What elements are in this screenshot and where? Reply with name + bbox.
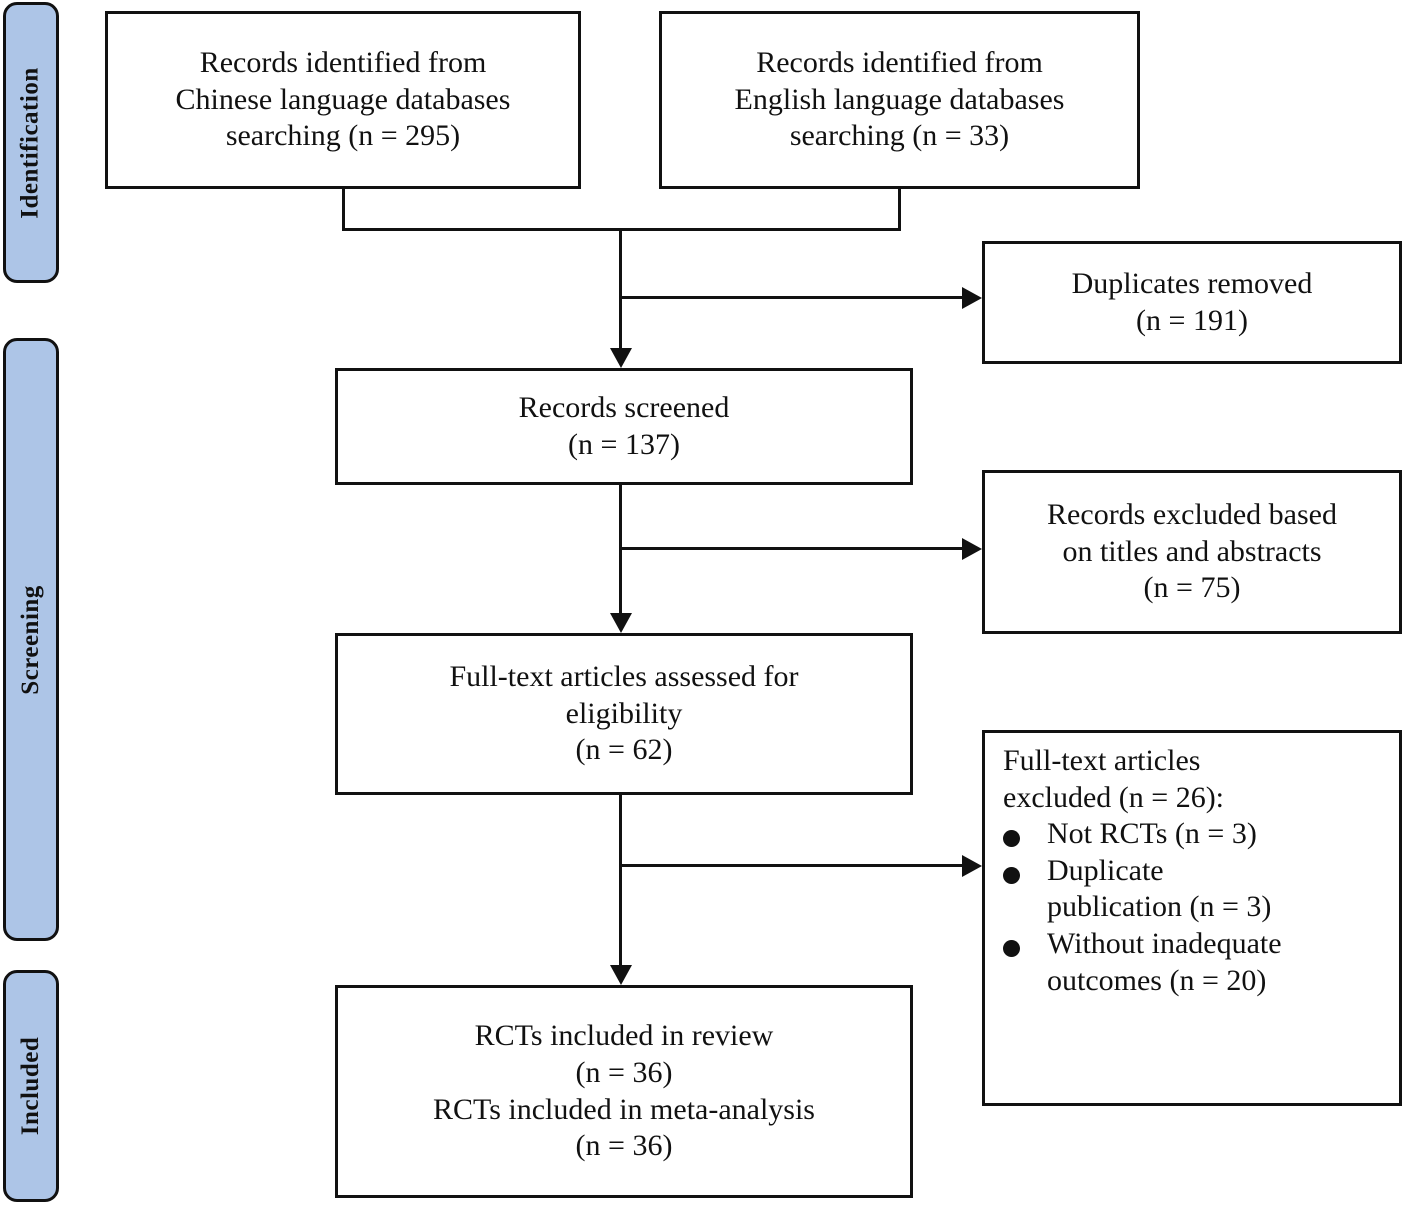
box-line: (n = 137) [568, 427, 680, 461]
arrow-to-records-excluded [962, 538, 982, 560]
box-included-final: RCTs included in review (n = 36) RCTs in… [335, 985, 913, 1198]
box-line: (n = 191) [1136, 303, 1248, 337]
box-line: on titles and abstracts [1062, 534, 1322, 568]
box-line: (n = 36) [575, 1055, 673, 1089]
box-line: Full-text articles assessed for [449, 660, 799, 694]
list-item: Not RCTs (n = 3) [1003, 816, 1257, 853]
phase-bar-screening: Screening [3, 338, 59, 941]
connector-english-stem [898, 189, 901, 230]
connector-trunk-to-screened [619, 228, 622, 348]
bullet-icon [1003, 830, 1020, 848]
box-line: Records identified from [199, 46, 487, 80]
phase-label-included: Included [17, 1036, 45, 1136]
connector-to-duplicates [619, 296, 964, 299]
arrow-to-fulltext-excluded [962, 855, 982, 877]
arrow-to-fulltext-assessed [610, 613, 632, 633]
box-line: RCTs included in review [474, 1019, 774, 1053]
list-item-text: Not RCTs (n = 3) [1047, 816, 1257, 853]
box-line: Duplicate [1047, 853, 1164, 887]
box-line: eligibility [565, 696, 683, 730]
box-line: Records identified from [756, 46, 1043, 80]
box-line: Records screened [518, 390, 730, 424]
bullet-icon [1003, 866, 1020, 884]
box-line: Without inadequate [1047, 926, 1282, 960]
phase-bar-included: Included [3, 970, 59, 1202]
box-line: Chinese language databases [175, 82, 511, 116]
box-records-excluded: Records excluded based on titles and abs… [982, 470, 1402, 634]
bullet-icon [1003, 939, 1020, 957]
box-duplicates-removed: Duplicates removed (n = 191) [982, 241, 1402, 364]
box-line: outcomes (n = 20) [1047, 963, 1267, 997]
box-line: (n = 62) [575, 733, 673, 767]
list-item-text: Duplicate publication (n = 3) [1047, 853, 1271, 926]
list-item-text: Without inadequate outcomes (n = 20) [1047, 926, 1282, 999]
phase-label-screening: Screening [17, 584, 44, 695]
box-line: publication (n = 3) [1047, 890, 1272, 924]
box-line: RCTs included in meta-analysis [432, 1092, 815, 1126]
box-line: excluded (n = 26): [1003, 780, 1225, 814]
arrow-to-included-final [610, 965, 632, 985]
connector-chinese-stem [342, 189, 345, 230]
box-line: (n = 75) [1143, 571, 1241, 605]
box-fulltext-excluded: Full-text articles excluded (n = 26): No… [982, 730, 1402, 1106]
box-line: English language databases [734, 82, 1065, 116]
box-records-screened: Records screened (n = 137) [335, 368, 913, 485]
box-english-databases: Records identified from English language… [659, 11, 1140, 189]
list-item: Without inadequate outcomes (n = 20) [1003, 926, 1282, 999]
phase-label-identification: Identification [17, 66, 45, 219]
box-line: Full-text articles [1003, 744, 1201, 777]
box-chinese-databases: Records identified from Chinese language… [105, 11, 581, 189]
box-line: Duplicates removed [1071, 266, 1313, 300]
connector-to-records-excluded [619, 547, 964, 550]
box-line: searching (n = 33) [789, 119, 1010, 153]
box-fulltext-assessed: Full-text articles assessed for eligibil… [335, 633, 913, 795]
box-line: (n = 36) [575, 1129, 673, 1163]
connector-fulltext-to-included [619, 795, 622, 965]
arrow-to-records-screened [610, 348, 632, 368]
connector-to-fulltext-excluded [619, 864, 964, 867]
box-line: Records excluded based [1047, 498, 1337, 532]
box-line: searching (n = 295) [225, 119, 461, 153]
arrow-to-duplicates-removed [962, 287, 982, 309]
phase-bar-identification: Identification [3, 2, 59, 283]
box-line: Not RCTs (n = 3) [1047, 817, 1257, 851]
list-item: Duplicate publication (n = 3) [1003, 853, 1271, 926]
